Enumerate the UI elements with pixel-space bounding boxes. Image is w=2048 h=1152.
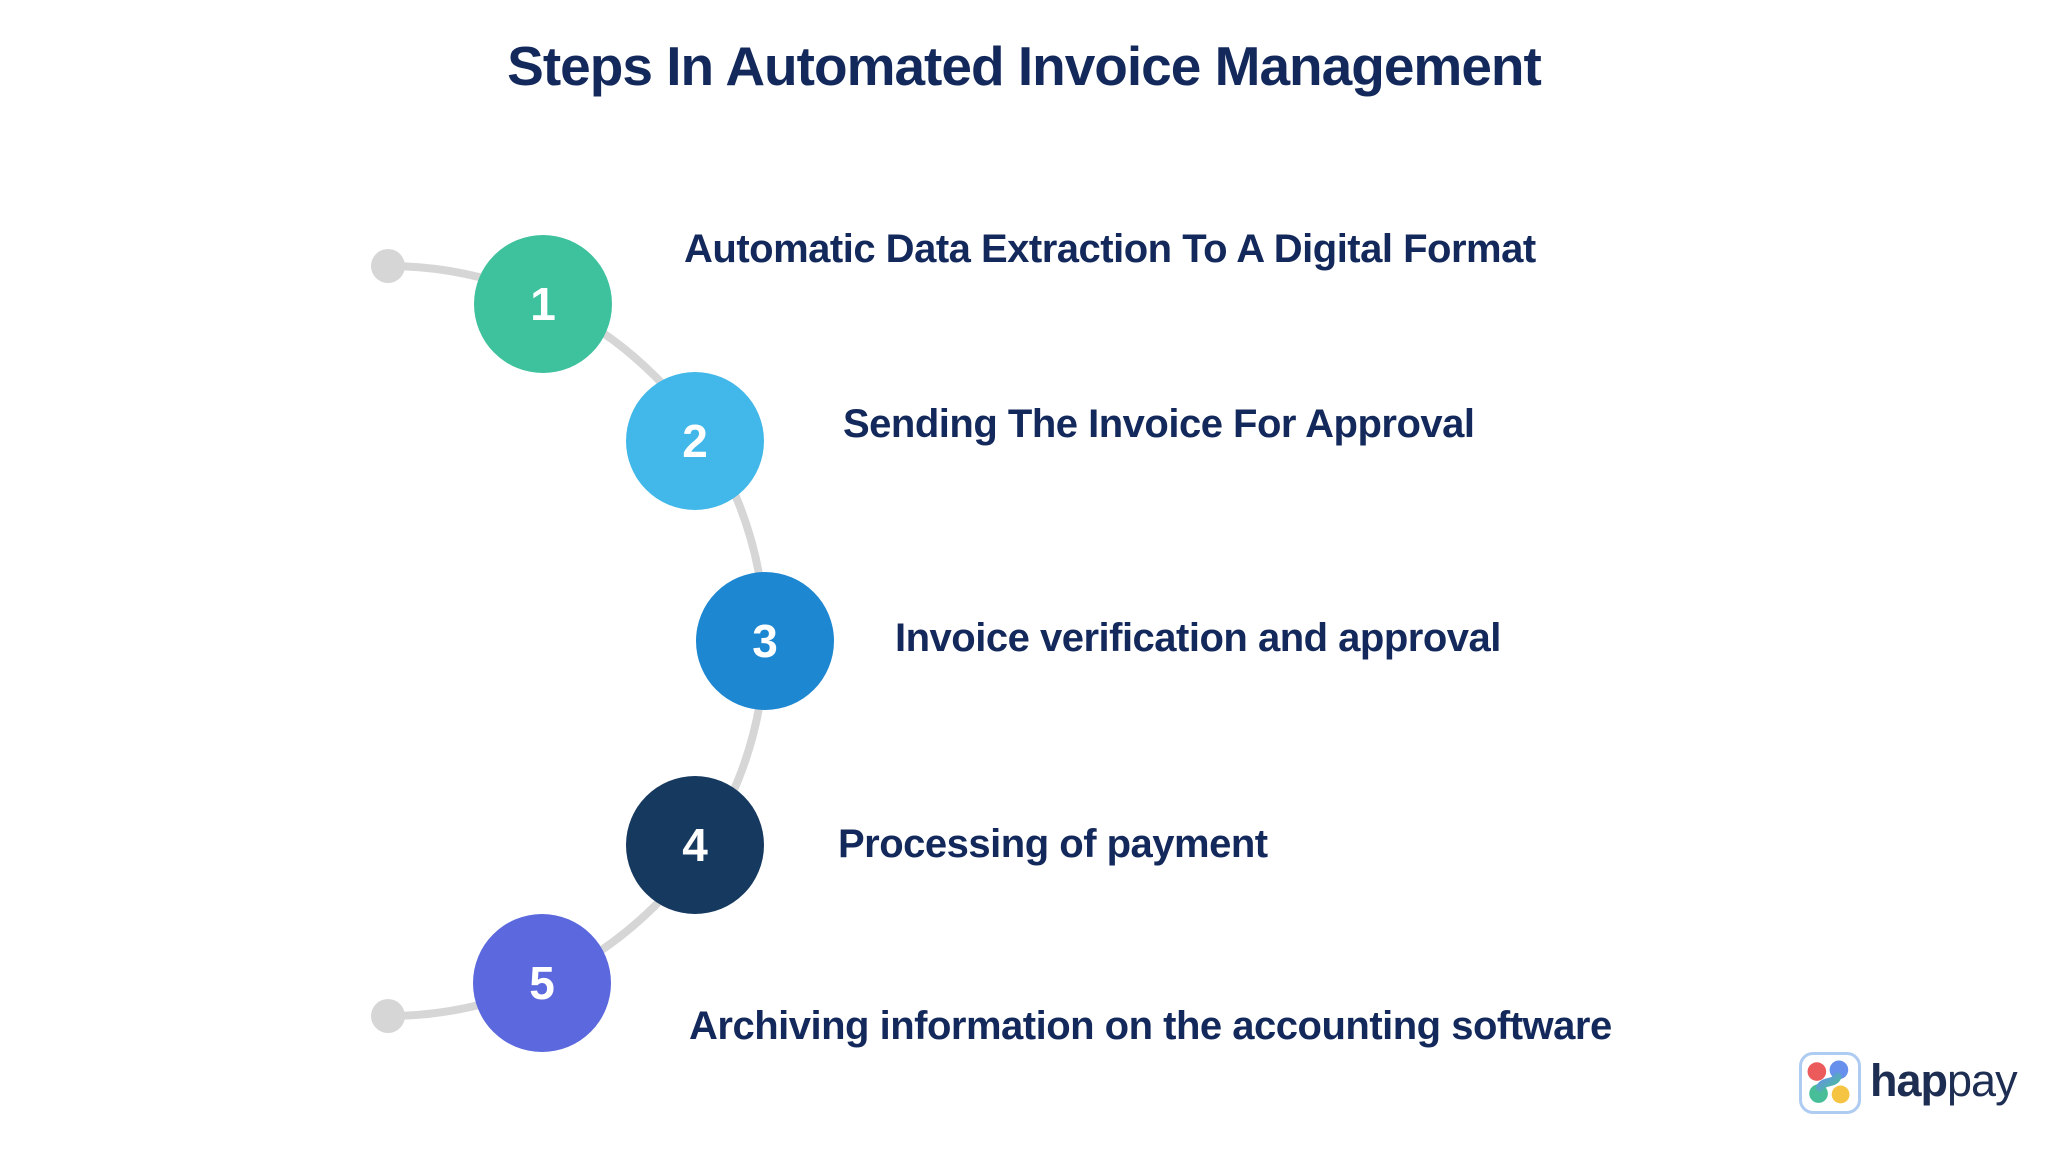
- step-circle-2: 2: [626, 372, 764, 510]
- step-circle-1: 1: [474, 235, 612, 373]
- logo-swoosh: [1816, 1072, 1842, 1092]
- happay-wordmark-light: pay: [1947, 1054, 2018, 1106]
- page-title: Steps In Automated Invoice Management: [507, 35, 1542, 97]
- logo-dot-red: [1807, 1062, 1827, 1081]
- step-number-5: 5: [529, 957, 555, 1009]
- step-number-1: 1: [530, 278, 556, 330]
- happay-logo: happay: [1799, 1052, 2018, 1114]
- step-label-5: Archiving information on the accounting …: [689, 1004, 1612, 1048]
- happay-wordmark: happay: [1870, 1054, 2018, 1109]
- step-circle-4: 4: [626, 776, 764, 914]
- logo-dot-yellow: [1831, 1085, 1850, 1104]
- step-label-1: Automatic Data Extraction To A Digital F…: [684, 227, 1536, 271]
- step-number-2: 2: [682, 415, 708, 467]
- step-circle-5: 5: [473, 914, 611, 1052]
- connector-end-dot: [371, 999, 405, 1033]
- step-label-2: Sending The Invoice For Approval: [843, 402, 1475, 446]
- step-number-3: 3: [752, 615, 778, 667]
- step-label-3: Invoice verification and approval: [895, 616, 1501, 660]
- step-label-4: Processing of payment: [838, 822, 1268, 866]
- happay-logo-icon: [1799, 1052, 1861, 1114]
- step-circle-3: 3: [696, 572, 834, 710]
- happay-icon-glyph: [1807, 1060, 1850, 1104]
- happay-wordmark-bold: hap: [1870, 1054, 1948, 1106]
- connector-start-dot: [371, 249, 405, 283]
- step-number-4: 4: [682, 819, 708, 871]
